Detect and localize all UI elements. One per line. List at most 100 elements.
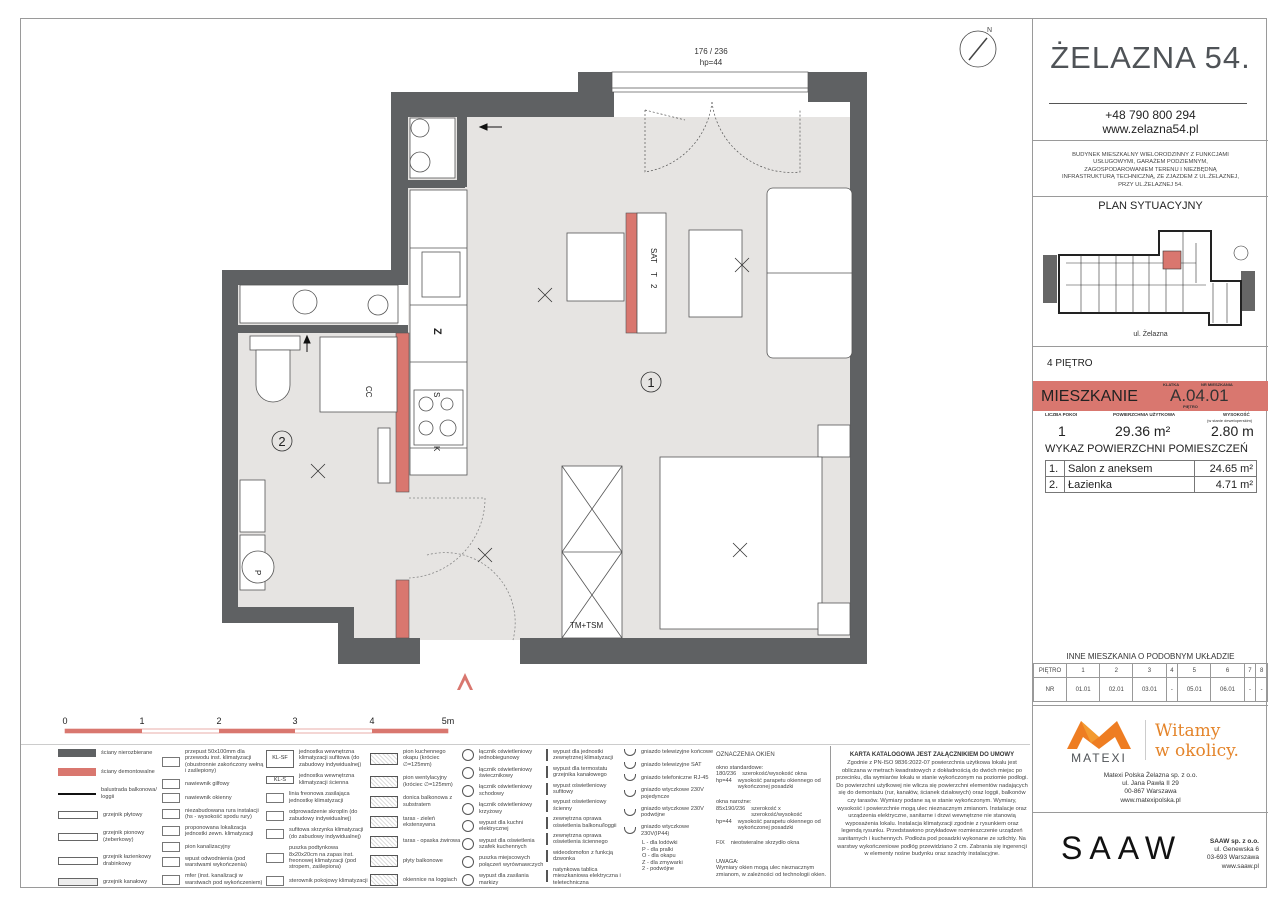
- table-row: 2. Łazienka 4.71 m²: [1045, 476, 1257, 493]
- legend-symbol-icon: [162, 874, 180, 885]
- apartment-number-cell[interactable]: -: [1255, 677, 1268, 702]
- apartment-number-cell[interactable]: 06.01: [1210, 677, 1245, 702]
- saaw-street: ul. Genewska 6: [1214, 846, 1259, 854]
- svg-text:1: 1: [647, 375, 654, 390]
- apartment-number-cell[interactable]: 05.01: [1177, 677, 1212, 702]
- legend-symbol-icon: [370, 815, 398, 828]
- legend-symbol-icon: [266, 828, 284, 839]
- legend-item-label: puszka miejscowych połączeń wyrównawczyc…: [479, 855, 544, 868]
- legend-item: grzejnik pionowy (żeberkowy): [58, 830, 163, 843]
- legend-item: wypust dla kuchni elektrycznej: [462, 820, 546, 833]
- legend-item-label: balustrada balkonowa/ loggii: [101, 787, 157, 800]
- legend-item: linia freonowa zasilająca jednostkę klim…: [266, 791, 368, 804]
- legend-item-label: gniazdo telefoniczne RJ-45: [641, 774, 709, 781]
- apartment-number-cell[interactable]: 01.01: [1065, 677, 1101, 702]
- floor-cell: 4: [1165, 663, 1179, 678]
- slogan-line-2: w okolicy.: [1155, 741, 1239, 761]
- window-hp-desc: wysokość parapetu okiennego od wykończon…: [737, 777, 821, 791]
- pietro-label: PIĘTRO: [1183, 404, 1198, 409]
- sat-socket-label: SAT: [649, 248, 658, 263]
- legend-item-label: okiennice na loggiach: [403, 876, 457, 883]
- scale-label-3: 3: [292, 716, 297, 726]
- window-fix-desc: nieotwieralne skrzydło okna: [730, 839, 800, 846]
- scale-label-4: 4: [369, 716, 374, 726]
- legend-item-label: jednostka wewnętrzna klimatyzacji sufito…: [299, 749, 362, 768]
- floor-cell: 2: [1099, 663, 1134, 678]
- legend-item: ściany demontowalne: [58, 768, 163, 777]
- north-arrow-icon: N: [959, 27, 997, 68]
- legend-symbol-icon: [266, 875, 284, 886]
- floor-header: PIĘTRO: [1033, 663, 1067, 678]
- legend-item-label: łącznik oświetleniowy świecznikowy: [479, 766, 533, 780]
- apartment-band: MIESZKANIE KLATKA NR MIESZKANIA A.04.01 …: [1033, 381, 1268, 411]
- scale-label-1: 1: [139, 716, 144, 726]
- legend-item-label: wypust oświetleniowy ścienny: [553, 799, 607, 812]
- legend-item-label: łącznik oświetleniowy schodowy: [479, 784, 533, 797]
- legend-symbol-icon: [58, 811, 98, 820]
- legend-item-label: niezabudowana rura instalacji (hs - wyso…: [185, 807, 259, 820]
- legend-item-label: sterownik pokojowy klimatyzacji: [289, 877, 368, 884]
- legend-item: wypust dla jednostki zewnętrznej klimaty…: [546, 749, 624, 762]
- legend-item: gniazdo wtyczkowe 230V(IP44): [624, 824, 714, 837]
- legend-item-label: wypust dla zasilania markizy: [479, 873, 529, 886]
- slogan-line-1: Witamy: [1155, 721, 1221, 741]
- legend-item: mfer (inst. kanalizacji w warstwach pod …: [162, 873, 264, 886]
- height-note: (w stanie deweloperskim): [1207, 418, 1253, 423]
- project-title: ŻELAZNA 54.: [1050, 40, 1251, 75]
- legend-item-label: wypust dla oświetlenia szafek kuchennych: [479, 837, 535, 851]
- street-label: ul. Żelazna: [1133, 331, 1168, 338]
- legend-item: zewnętrzna oprawa oświetlenia balkonu/lo…: [546, 816, 624, 829]
- apartment-number-cell[interactable]: -: [1165, 677, 1179, 702]
- legend-item: proponowana lokalizacja jednostki zewn. …: [162, 825, 264, 838]
- apartment-number-cell[interactable]: -: [1243, 677, 1257, 702]
- legend-item-label: przepust 50x100mm dla przewodu inst. kli…: [185, 749, 264, 775]
- legend-item: wypust oświetleniowy ścienny: [546, 799, 624, 812]
- legend-item-label: gniazdo wtyczkowe 230V pojedyncze: [641, 787, 704, 800]
- window-top: [611, 71, 809, 173]
- phone-number[interactable]: +48 790 800 294: [1105, 108, 1196, 122]
- legend-symbol-icon: [462, 767, 474, 780]
- legend-item-label: taras - zieleń ekstensywna: [403, 815, 436, 828]
- apartment-number-cell[interactable]: 03.01: [1132, 677, 1167, 702]
- p-label: P: [253, 570, 262, 575]
- matexi-company: Matexi Polska Żelazna sp. z o.o.: [1103, 772, 1198, 779]
- apartment-number-cell[interactable]: 02.01: [1099, 677, 1134, 702]
- legend-column-outlets: wypust dla jednostki zewnętrznej klimaty…: [546, 749, 624, 886]
- legend-item-label: odprowadzenie skroplin (do zabudowy indy…: [289, 809, 358, 822]
- room-area: 4.71 m²: [1194, 476, 1257, 493]
- legend-symbol-icon: [546, 799, 548, 812]
- ac-wall-unit-icon: KL-S: [266, 775, 294, 784]
- window-hp-label: hp=44: [700, 58, 723, 67]
- rooms-count-label: LICZBA POKOI: [1045, 412, 1078, 417]
- website-link[interactable]: www.zelazna54.pl: [1102, 122, 1199, 136]
- legend-symbol-icon: [266, 852, 284, 863]
- legend-item-label: gniazdo telewizyjne SAT: [641, 762, 702, 768]
- building-description: BUDYNEK MIESZKALNY WIELORODZINNY Z FUNKC…: [1061, 152, 1240, 188]
- legend-item-label: ściany demontowalne: [101, 768, 155, 775]
- legend-symbol-icon: [162, 778, 180, 789]
- legend-item: puszka podtynkowa 8x20x20cm na zapas ins…: [266, 845, 368, 871]
- floor-cell: 7: [1243, 663, 1257, 678]
- site-plan-title: PLAN SYTUACYJNY: [1098, 200, 1203, 212]
- legend-item-label: grzejnik łazienkowy drabinkowy: [103, 854, 152, 867]
- legend-item-label: pion wentylacyjny (króciec ∅=125mm): [403, 775, 453, 788]
- legend-column-ventilation: przepust 50x100mm dla przewodu inst. kli…: [162, 749, 264, 886]
- legend-symbol-icon: [546, 766, 548, 779]
- legend-item-label: ściany nierozbierane: [101, 749, 153, 756]
- legend-symbol-icon: [266, 810, 284, 821]
- legend-symbol-icon: [58, 878, 98, 886]
- socket-note: O - dla okapu: [642, 853, 676, 860]
- legend-item: odprowadzenie skroplin (do zabudowy indy…: [266, 809, 368, 822]
- kitchen-counter: [409, 117, 468, 476]
- socket-note: 2 - podwójne: [642, 866, 675, 873]
- legend-item: natynkowa tablica mieszkaniowa elektrycz…: [546, 867, 624, 886]
- matexi-web[interactable]: www.matexipolska.pl: [1120, 796, 1181, 804]
- saaw-logo: SAAW: [1061, 830, 1183, 866]
- legend-symbol-icon: [624, 749, 636, 756]
- window-corner-label: okna narożne:: [716, 798, 752, 805]
- window-markings-title: OZNACZENIA OKIEN: [716, 752, 775, 758]
- saaw-web[interactable]: www.saaw.pl: [1221, 862, 1259, 870]
- legend-item: ściany nierozbierane: [58, 749, 163, 757]
- catalog-card-text: Zgodnie z PN-ISO 9836:2022-07 powierzchn…: [836, 760, 1028, 858]
